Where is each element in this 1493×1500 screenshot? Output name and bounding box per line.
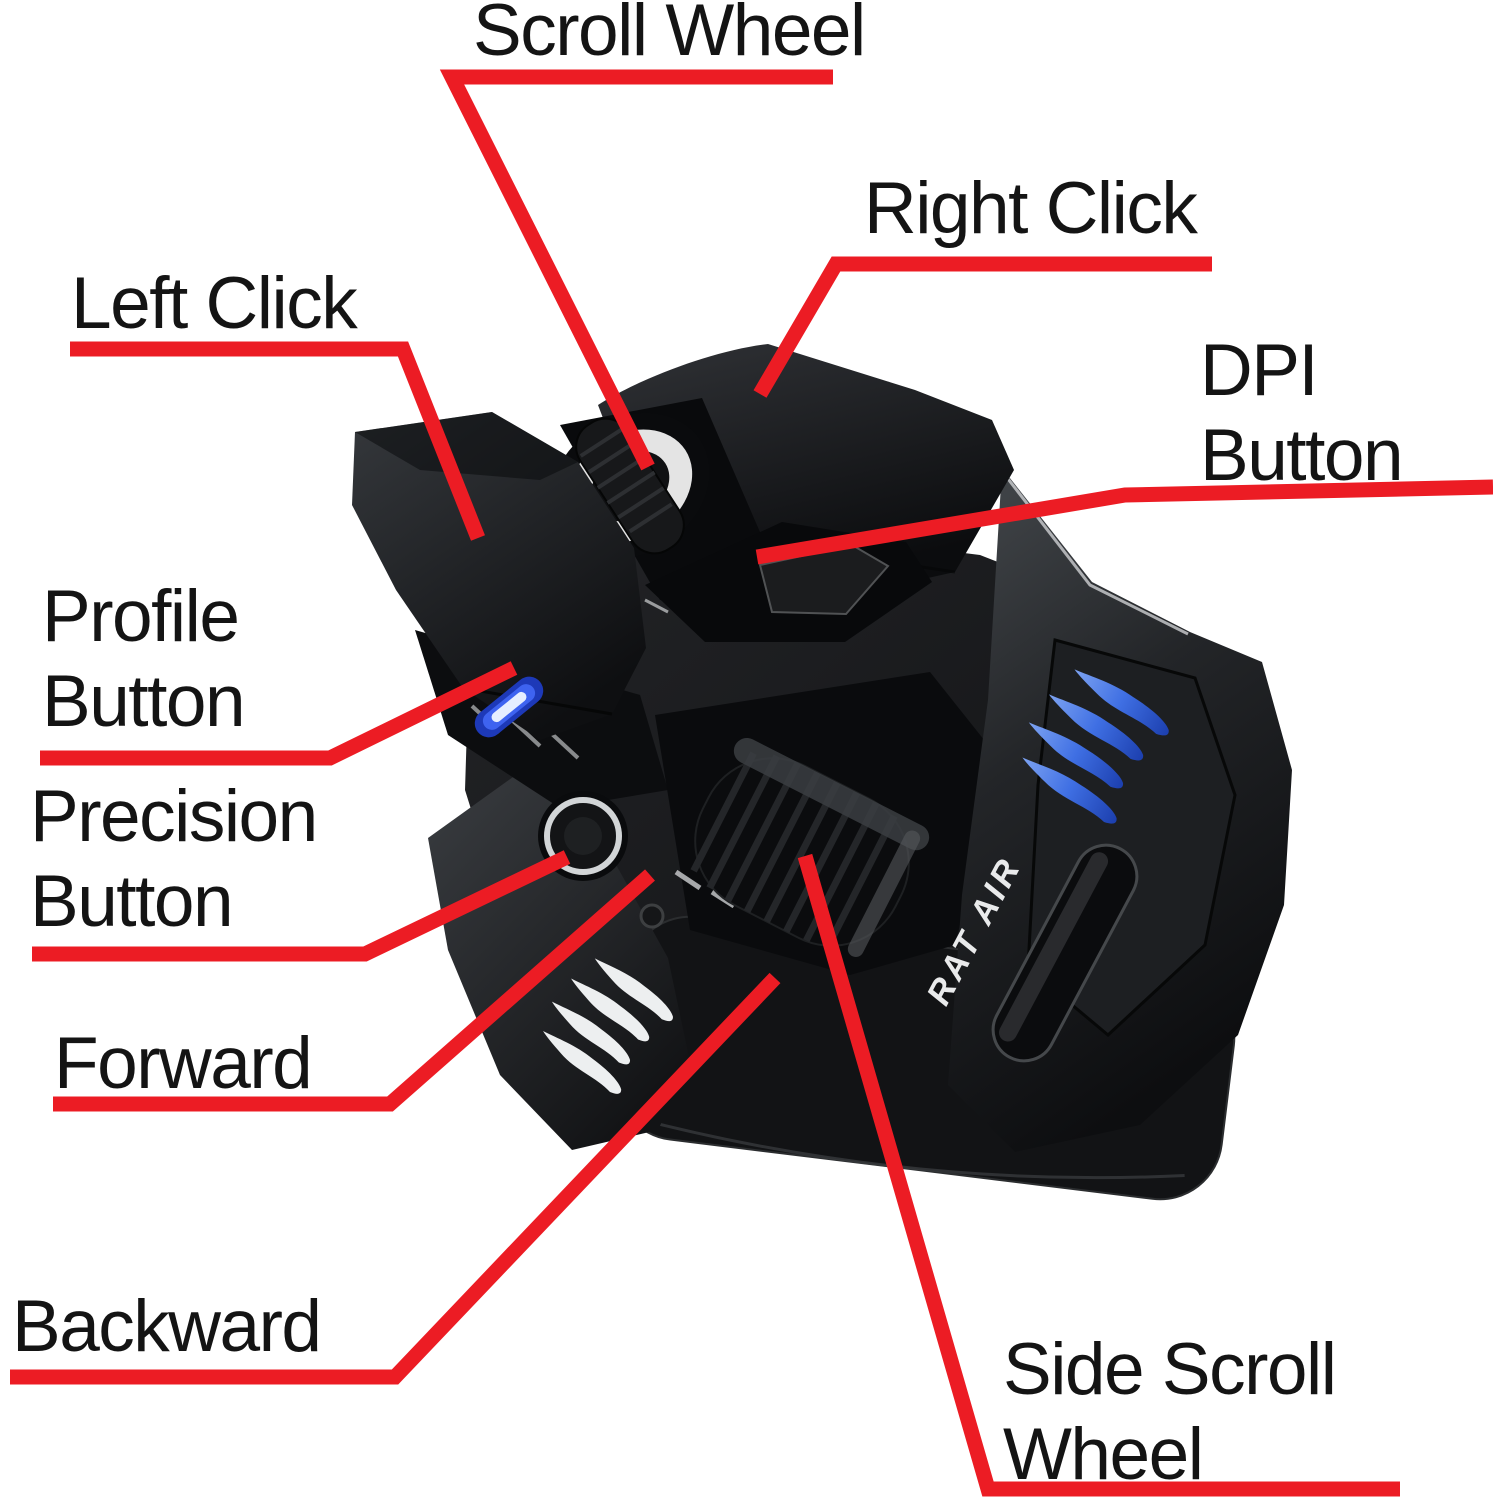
callout-line-scroll-wheel (439, 69, 833, 471)
label-dpi-line2: Button (1200, 415, 1404, 496)
left-paddle-top-face (355, 412, 578, 480)
label-forward: Forward (54, 1021, 313, 1106)
label-dpi-line1: DPI (1200, 330, 1319, 411)
label-side-scroll-line1: Side Scroll (1003, 1329, 1337, 1410)
label-side-scroll-wheel: Side Scroll Wheel (1003, 1327, 1337, 1497)
label-profile-button: Profile Button (42, 574, 246, 744)
callout-line-backward (10, 972, 781, 1385)
callout-line-precision (32, 850, 571, 962)
label-profile-line1: Profile (42, 576, 240, 657)
callout-lines (10, 69, 1493, 1497)
side-scroll-wheel (690, 737, 930, 958)
brand-badge (991, 843, 1139, 1063)
label-profile-line2: Button (42, 661, 246, 742)
label-right-click: Right Click (864, 166, 1198, 251)
label-side-scroll-line2: Wheel (1003, 1414, 1204, 1495)
label-left-click-text: Left Click (71, 263, 358, 344)
profile-button (474, 676, 544, 738)
label-right-click-text: Right Click (864, 168, 1198, 249)
callout-line-right-click (753, 256, 1212, 398)
left-click-button (352, 412, 646, 740)
label-dpi-button: DPI Button (1200, 328, 1404, 498)
mouse-body: RAT AIR (352, 344, 1292, 1201)
label-precision-line2: Button (30, 861, 234, 942)
label-left-click: Left Click (71, 261, 358, 346)
label-backward-text: Backward (12, 1286, 322, 1367)
label-scroll-wheel: Scroll Wheel (473, 0, 866, 73)
label-backward: Backward (12, 1284, 322, 1369)
callout-line-left-click (70, 341, 485, 541)
label-precision-line1: Precision (30, 776, 318, 857)
callout-line-forward (53, 869, 655, 1112)
screw (639, 903, 665, 929)
callout-line-dpi (755, 479, 1493, 565)
callout-line-profile (40, 661, 518, 766)
label-precision-button: Precision Button (30, 774, 318, 944)
label-scroll-wheel-text: Scroll Wheel (473, 0, 866, 71)
callout-line-side-scroll (797, 853, 1400, 1497)
dpi-accent (644, 598, 669, 614)
label-forward-text: Forward (54, 1023, 313, 1104)
